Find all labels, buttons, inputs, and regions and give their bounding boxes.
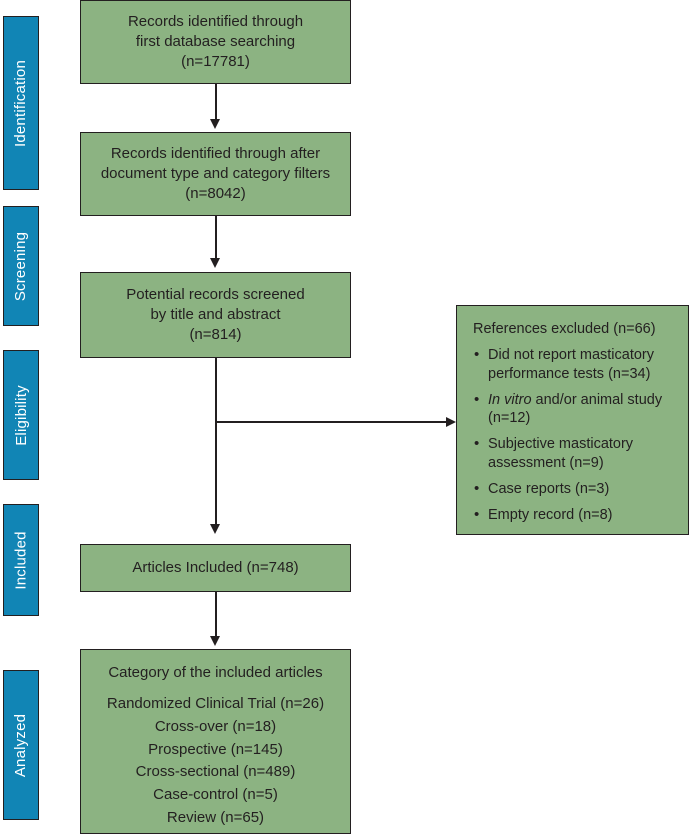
box-records-screened-line1: Potential records screened [126,285,305,303]
stage-label-screening: Screening [12,231,30,301]
box-records-identified-first-count: (n=17781) [181,53,250,71]
arrowhead-screened-to-included [210,524,220,534]
connector-filtered-to-screened [215,216,217,258]
box-articles-included-text: Articles Included (n=748) [132,558,299,576]
box-records-identified-first-line1: Records identified through [127,12,304,30]
list-item: Did not report masticatory performance t… [473,345,678,384]
box-records-after-filters: Records identified through after documen… [80,132,351,216]
stage-label-analyzed: Analyzed [12,713,30,777]
arrowhead-included-to-categories [210,636,220,646]
list-item: Case reports (n=3) [473,479,678,499]
stage-label-included: Included [12,530,30,590]
stage-bar-eligibility: Eligibility [3,350,39,480]
connector-screened-to-excluded [215,421,446,423]
category-line-prospective: Prospective (n=145) [148,740,283,758]
references-excluded-title: References excluded (n=66) [473,321,656,337]
category-line-randomized-clinical-trial: Randomized Clinical Trial (n=26) [106,695,325,712]
category-box-heading: Category of the included articles [108,664,323,681]
excluded-reason-4: Case reports (n=3) [488,480,610,497]
stage-bar-analyzed: Analyzed [3,670,39,820]
stage-bar-screening: Screening [3,206,39,326]
connector-screened-trunk [215,358,217,524]
box-records-identified-first: Records identified through first databas… [80,0,351,84]
references-excluded-list: Did not report masticatory performance t… [473,345,678,525]
box-records-after-filters-line2: document type and category filters [100,164,331,182]
stage-bar-included: Included [3,504,39,616]
list-item: Subjective masticatory assessment (n=9) [473,434,678,473]
category-line-cross-sectional: Cross-sectional (n=489) [135,763,296,781]
stage-bar-identification: Identification [3,16,39,190]
box-articles-included: Articles Included (n=748) [80,544,351,592]
box-category-of-included-articles: Category of the included articles Random… [80,649,351,834]
box-records-screened-line2: by title and abstract [150,305,281,323]
stage-label-identification: Identification [12,59,30,147]
box-records-screened: Potential records screened by title and … [80,272,351,358]
list-item: Empty record (n=8) [473,505,678,525]
connector-included-to-categories [215,592,217,636]
box-records-identified-first-line2: first database searching [135,32,296,50]
list-item: In vitro and/or animal study (n=12) [473,390,678,429]
category-line-cross-over: Cross-over (n=18) [154,717,277,735]
category-line-case-control: Case-control (n=5) [153,786,278,804]
box-records-after-filters-line1: Records identified through after [110,144,321,162]
box-records-after-filters-count: (n=8042) [185,185,246,203]
stage-label-eligibility: Eligibility [12,384,30,446]
excluded-reason-5: Empty record (n=8) [488,506,613,523]
excluded-reason-2: and/or animal study (n=12) [488,391,663,427]
arrowhead-filtered-to-screened [210,258,220,268]
arrowhead-screened-to-excluded [446,417,456,427]
excluded-reason-3: Subjective masticatory assessment (n=9) [488,436,634,472]
category-line-review: Review (n=65) [166,808,265,826]
excluded-reason-1: Did not report masticatory performance t… [488,346,655,382]
connector-identified-to-filtered [215,84,217,120]
arrowhead-identified-to-filtered [210,119,220,129]
box-references-excluded: References excluded (n=66) Did not repor… [456,305,689,535]
box-records-screened-count: (n=814) [189,326,242,344]
excluded-reason-2-emphasis: In vitro [488,391,532,408]
